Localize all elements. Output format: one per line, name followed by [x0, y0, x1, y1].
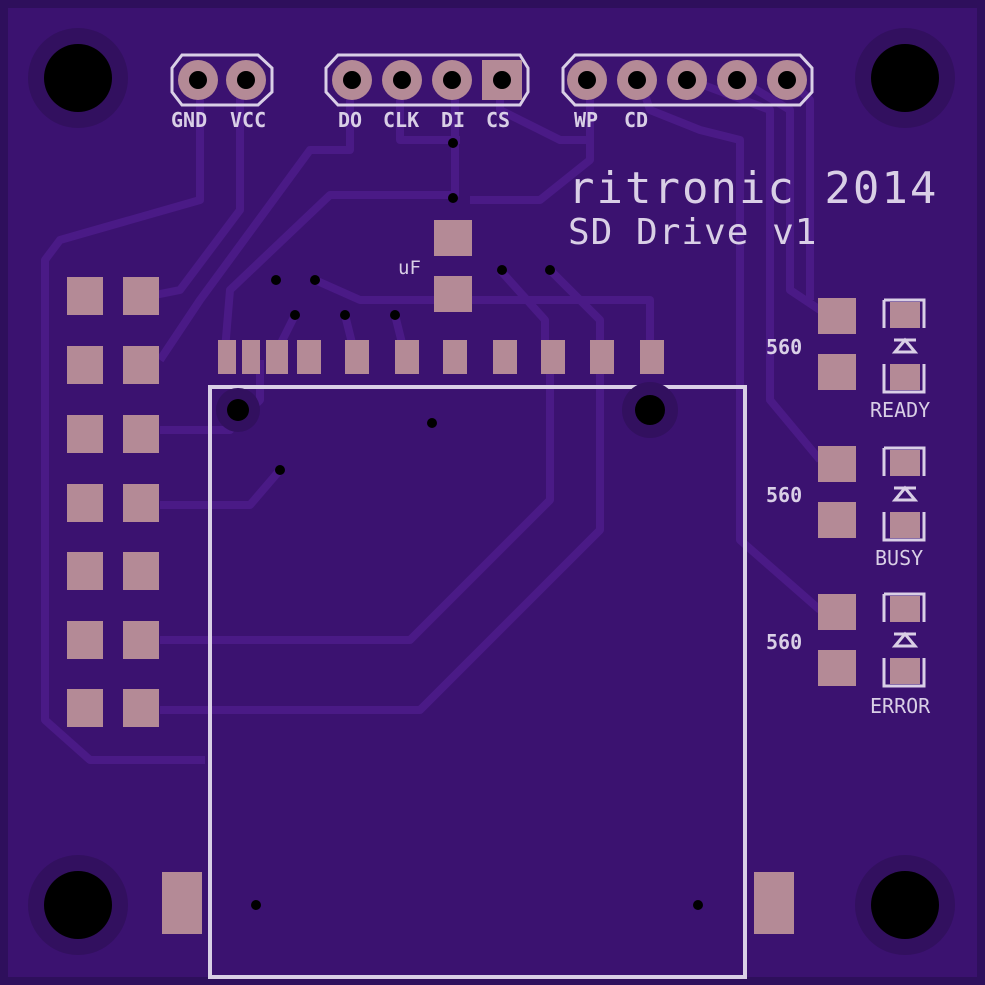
pin-label-di: DI [441, 108, 466, 132]
resistor-label-busy: 560 [766, 483, 803, 507]
header-outlines [170, 53, 814, 107]
vias [251, 138, 703, 910]
board-title: ritronic 2014 [568, 163, 939, 214]
pin-label-cd: CD [624, 108, 649, 132]
pin-label-wp: WP [574, 108, 599, 132]
sd-socket-outline [208, 385, 747, 979]
pin-label-clk: CLK [383, 108, 420, 132]
led-label-error: ERROR [870, 694, 931, 718]
board-subtitle: SD Drive v1 [568, 212, 818, 253]
led-label-busy: BUSY [875, 546, 924, 570]
resistor-label-ready: 560 [766, 335, 803, 359]
capacitor-pads [434, 220, 472, 312]
left-pad-array [67, 277, 159, 727]
capacitor-label: uF [398, 257, 421, 279]
resistor-label-error: 560 [766, 630, 803, 654]
pin-label-gnd: GND [171, 108, 208, 132]
resistor-pads [818, 298, 856, 686]
header-pins [178, 60, 807, 100]
pin-label-vcc: VCC [230, 108, 267, 132]
pin-label-cs: CS [486, 108, 511, 132]
led-footprints [882, 298, 926, 688]
pin-label-do: DO [338, 108, 363, 132]
mounting-holes [28, 28, 955, 955]
led-label-ready: READY [870, 398, 931, 422]
sd-contact-pads [218, 340, 664, 374]
sd-socket-tabs [162, 872, 794, 934]
